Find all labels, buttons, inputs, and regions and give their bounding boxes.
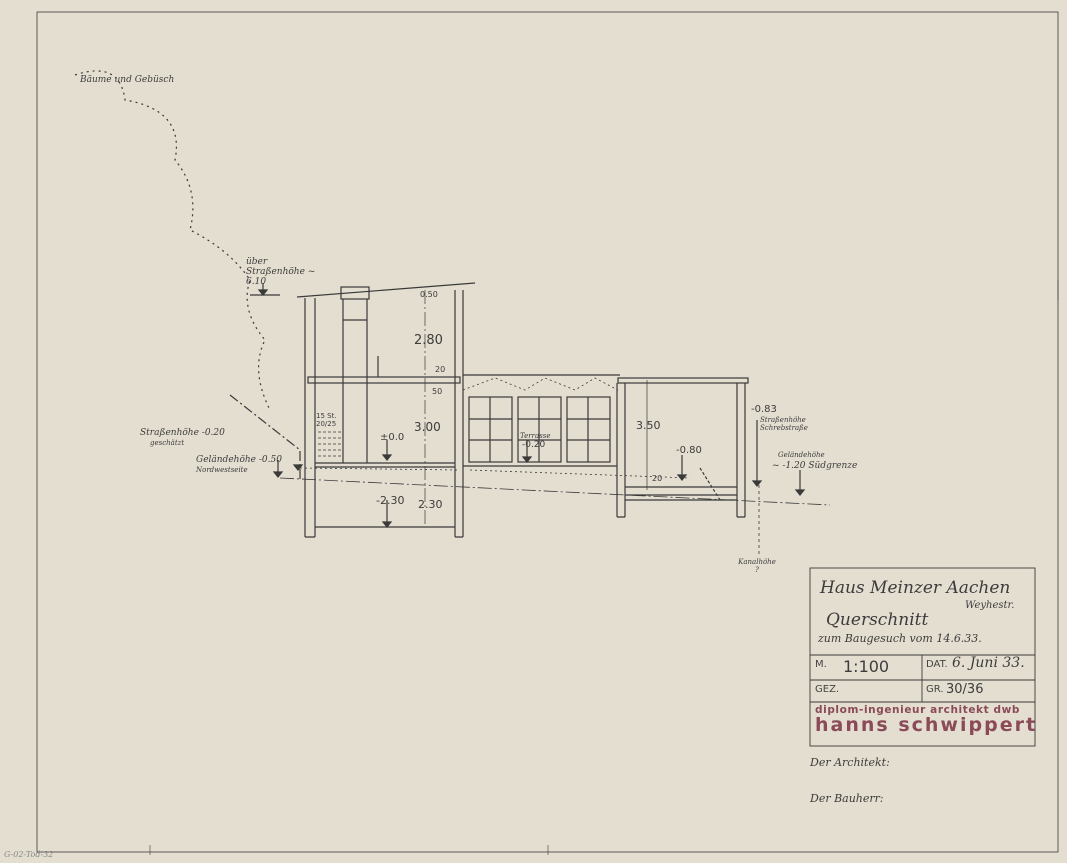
size-label: GR. (926, 684, 944, 695)
sheet-frame (36, 11, 1059, 853)
drawn-label: GEZ. (815, 684, 840, 695)
dim-roof: 0.50 (420, 290, 438, 299)
level-zero: ±0.0 (380, 432, 405, 443)
terrace-label: Terrasse (520, 432, 551, 440)
street-height-left: Straßenhöhe -0.20 (140, 428, 225, 438)
sewer-label: Kanalhöhe ? (738, 558, 776, 574)
left-building (296, 282, 476, 538)
dim-slab: 20 (435, 365, 446, 374)
level-markers (250, 283, 806, 528)
street-right-label: Straßenhöhe Schrebstraße (760, 416, 808, 432)
terrace-section (462, 374, 620, 467)
dim-stairs: 15 St. 20/25 (316, 412, 337, 428)
dim-basement: 2.30 (418, 498, 443, 511)
terrace-level: -0.20 (522, 440, 546, 450)
project-street: Weyhestr. (965, 600, 1015, 611)
scale-label: M. (815, 659, 827, 670)
ground-left-note: Nordwestseite (196, 466, 248, 474)
dim-upper: 2.80 (414, 333, 443, 348)
ground-right-level: ~ -1.20 Südgrenze (772, 461, 858, 471)
terrain-line (229, 394, 301, 480)
trees-label: Bäume und Gebüsch (80, 75, 175, 85)
architect-stamp-line1: diplom-ingenieur architekt dwb (815, 704, 1021, 716)
level-right: -0.80 (676, 445, 702, 456)
sheet-purpose: zum Baugesuch vom 14.6.33. (818, 632, 982, 645)
sheet-title: Querschnitt (826, 610, 929, 630)
project-title: Haus Meinzer Aachen (820, 578, 1011, 598)
dim-right: 3.50 (636, 419, 661, 432)
architect-signature-label: Der Architekt: (810, 756, 890, 769)
level-basement: -2.30 (376, 494, 405, 507)
street-height-left-note: geschätzt (150, 439, 185, 447)
title-block-frame (809, 567, 1036, 747)
right-building (616, 377, 749, 518)
date-value: 6. Juni 33. (952, 655, 1025, 671)
owner-signature-label: Der Bauherr: (810, 792, 884, 805)
scale-value: 1:100 (843, 657, 890, 676)
street-right-level: -0.83 (751, 404, 777, 415)
dim-parapet: 50 (432, 387, 443, 396)
dim-ground: 3.00 (414, 420, 441, 434)
street-height-top: über Straßenhöhe ~ 6.10 (246, 257, 316, 287)
size-value: 30/36 (946, 682, 984, 697)
grade-line-2 (299, 467, 691, 479)
dim-right-slab: 20 (652, 474, 663, 483)
ground-right-label: Geländehöhe (778, 451, 825, 459)
architect-stamp-line2: hanns schwippert (815, 714, 1038, 736)
date-label: DAT. (926, 659, 948, 670)
ground-left: Geländehöhe -0.50 (196, 455, 282, 465)
trees-outline (74, 70, 271, 411)
archive-mark: G-02-Tod-32 (4, 850, 54, 859)
grade-line (279, 477, 831, 506)
